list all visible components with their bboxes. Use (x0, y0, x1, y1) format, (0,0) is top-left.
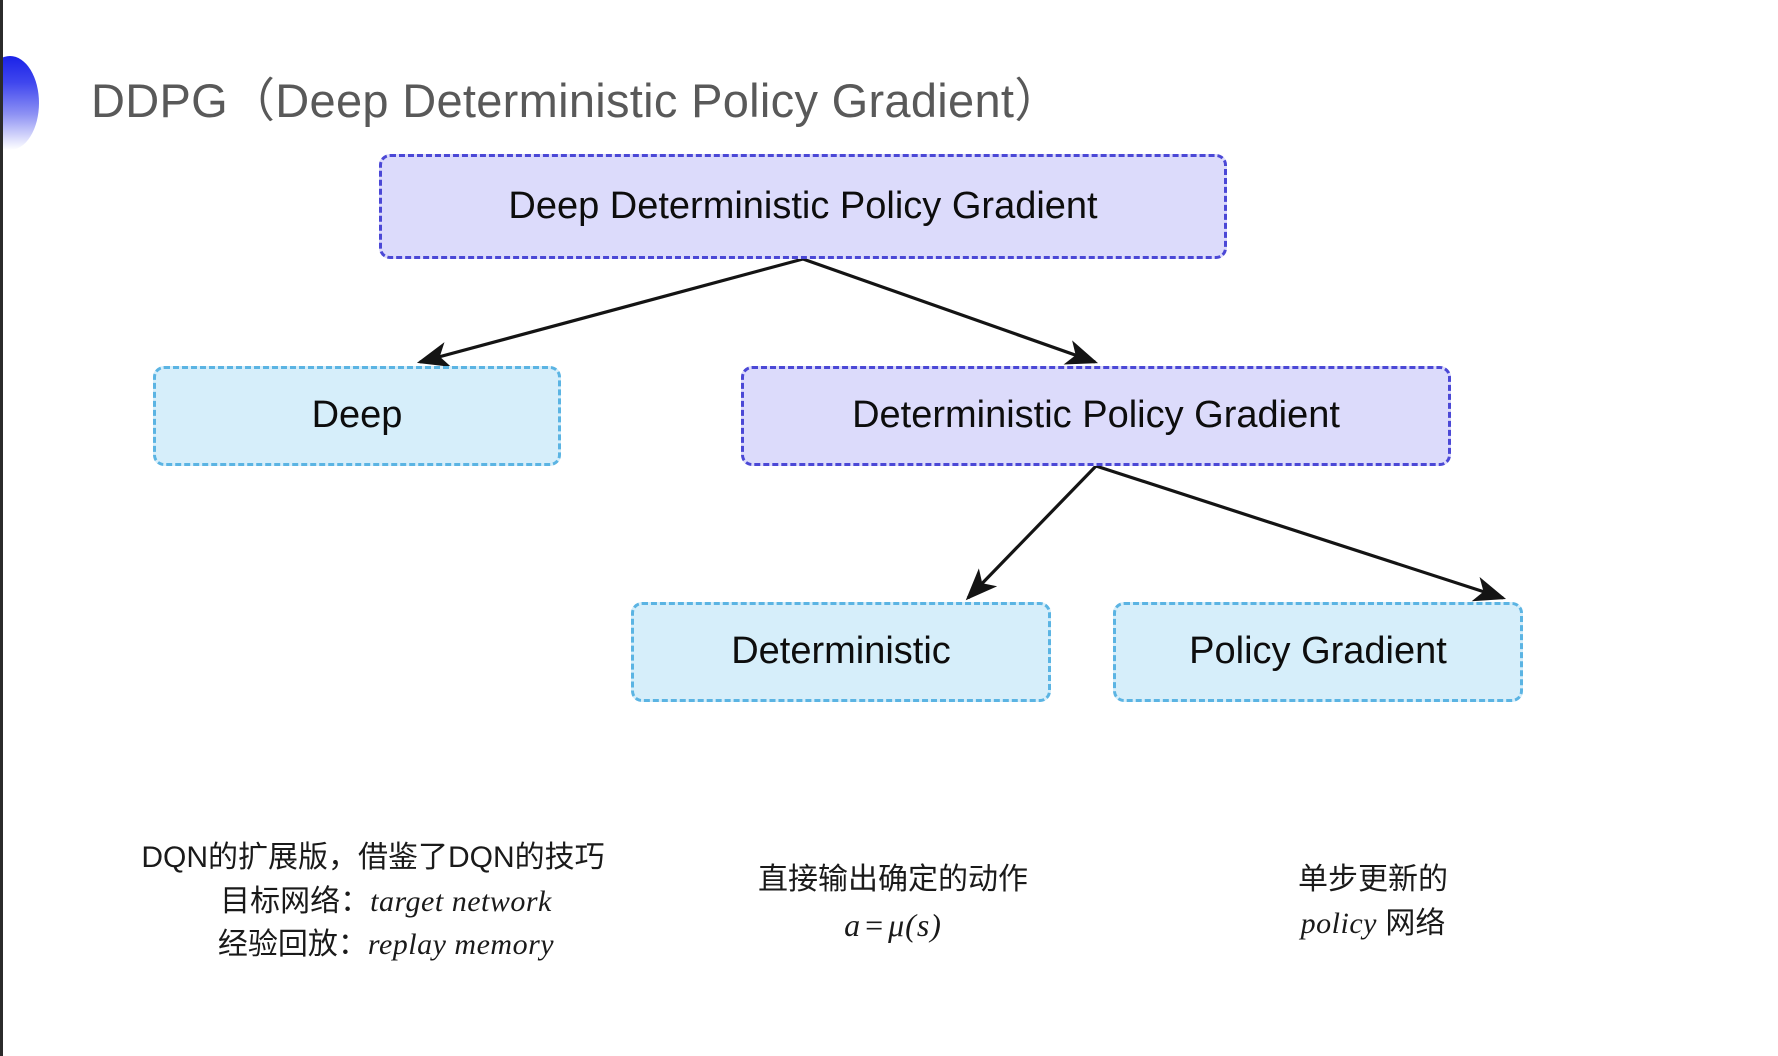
caption-policy-gradient-rest: 网络 (1376, 906, 1446, 940)
node-label: Deep Deterministic Policy Gradient (508, 184, 1098, 227)
gradient-half-circle-bullet-icon (3, 56, 39, 150)
node-label: Deterministic (731, 630, 951, 673)
caption-policy-gradient: 单步更新的 policy 网络 (1183, 858, 1563, 945)
edge-root-to-dpg (802, 257, 1099, 365)
node-deep-deterministic-policy-gradient[interactable]: Deep Deterministic Policy Gradient (379, 154, 1227, 259)
node-deep[interactable]: Deep (153, 366, 561, 466)
node-policy-gradient[interactable]: Policy Gradient (1113, 602, 1523, 702)
edge-root-to-deep (416, 257, 804, 367)
caption-policy-gradient-term: policy (1300, 906, 1377, 940)
caption-deep: DQN的扩展版，借鉴了DQN的技巧 目标网络：target network 经验… (113, 836, 633, 967)
node-label: Deep (311, 394, 403, 437)
edge-dpg-to-policy-gradient (1095, 464, 1507, 602)
caption-deep-line2-term: target network (370, 884, 552, 918)
node-deterministic-policy-gradient[interactable]: Deterministic Policy Gradient (741, 366, 1451, 466)
caption-deep-line3-term: replay memory (367, 928, 555, 961)
caption-deep-line1: DQN的扩展版，借鉴了DQN的技巧 (141, 841, 605, 874)
caption-policy-gradient-line1: 单步更新的 (1298, 863, 1448, 896)
caption-deterministic-formula: a=μ(s) (693, 902, 1093, 948)
node-label: Deterministic Policy Gradient (852, 394, 1340, 437)
formula-lhs: a (844, 906, 862, 943)
caption-deep-line2: 目标网络：target network (113, 880, 633, 924)
formula-operator: = (865, 906, 885, 943)
formula-rhs: μ(s) (888, 906, 942, 943)
caption-deterministic: 直接输出确定的动作 a=μ(s) (693, 858, 1093, 948)
node-label: Policy Gradient (1189, 630, 1447, 673)
node-deterministic[interactable]: Deterministic (631, 602, 1051, 702)
caption-policy-gradient-line2: policy 网络 (1183, 902, 1563, 946)
page-title: DDPG（Deep Deterministic Policy Gradient） (91, 74, 1062, 127)
caption-deep-line2-label: 目标网络： (220, 884, 371, 918)
edge-dpg-to-deterministic (965, 464, 1098, 601)
caption-deep-line3: 经验回放：replay memory (113, 923, 633, 967)
caption-deterministic-line1: 直接输出确定的动作 (758, 863, 1028, 896)
caption-deep-line3-label: 经验回放： (217, 928, 368, 961)
